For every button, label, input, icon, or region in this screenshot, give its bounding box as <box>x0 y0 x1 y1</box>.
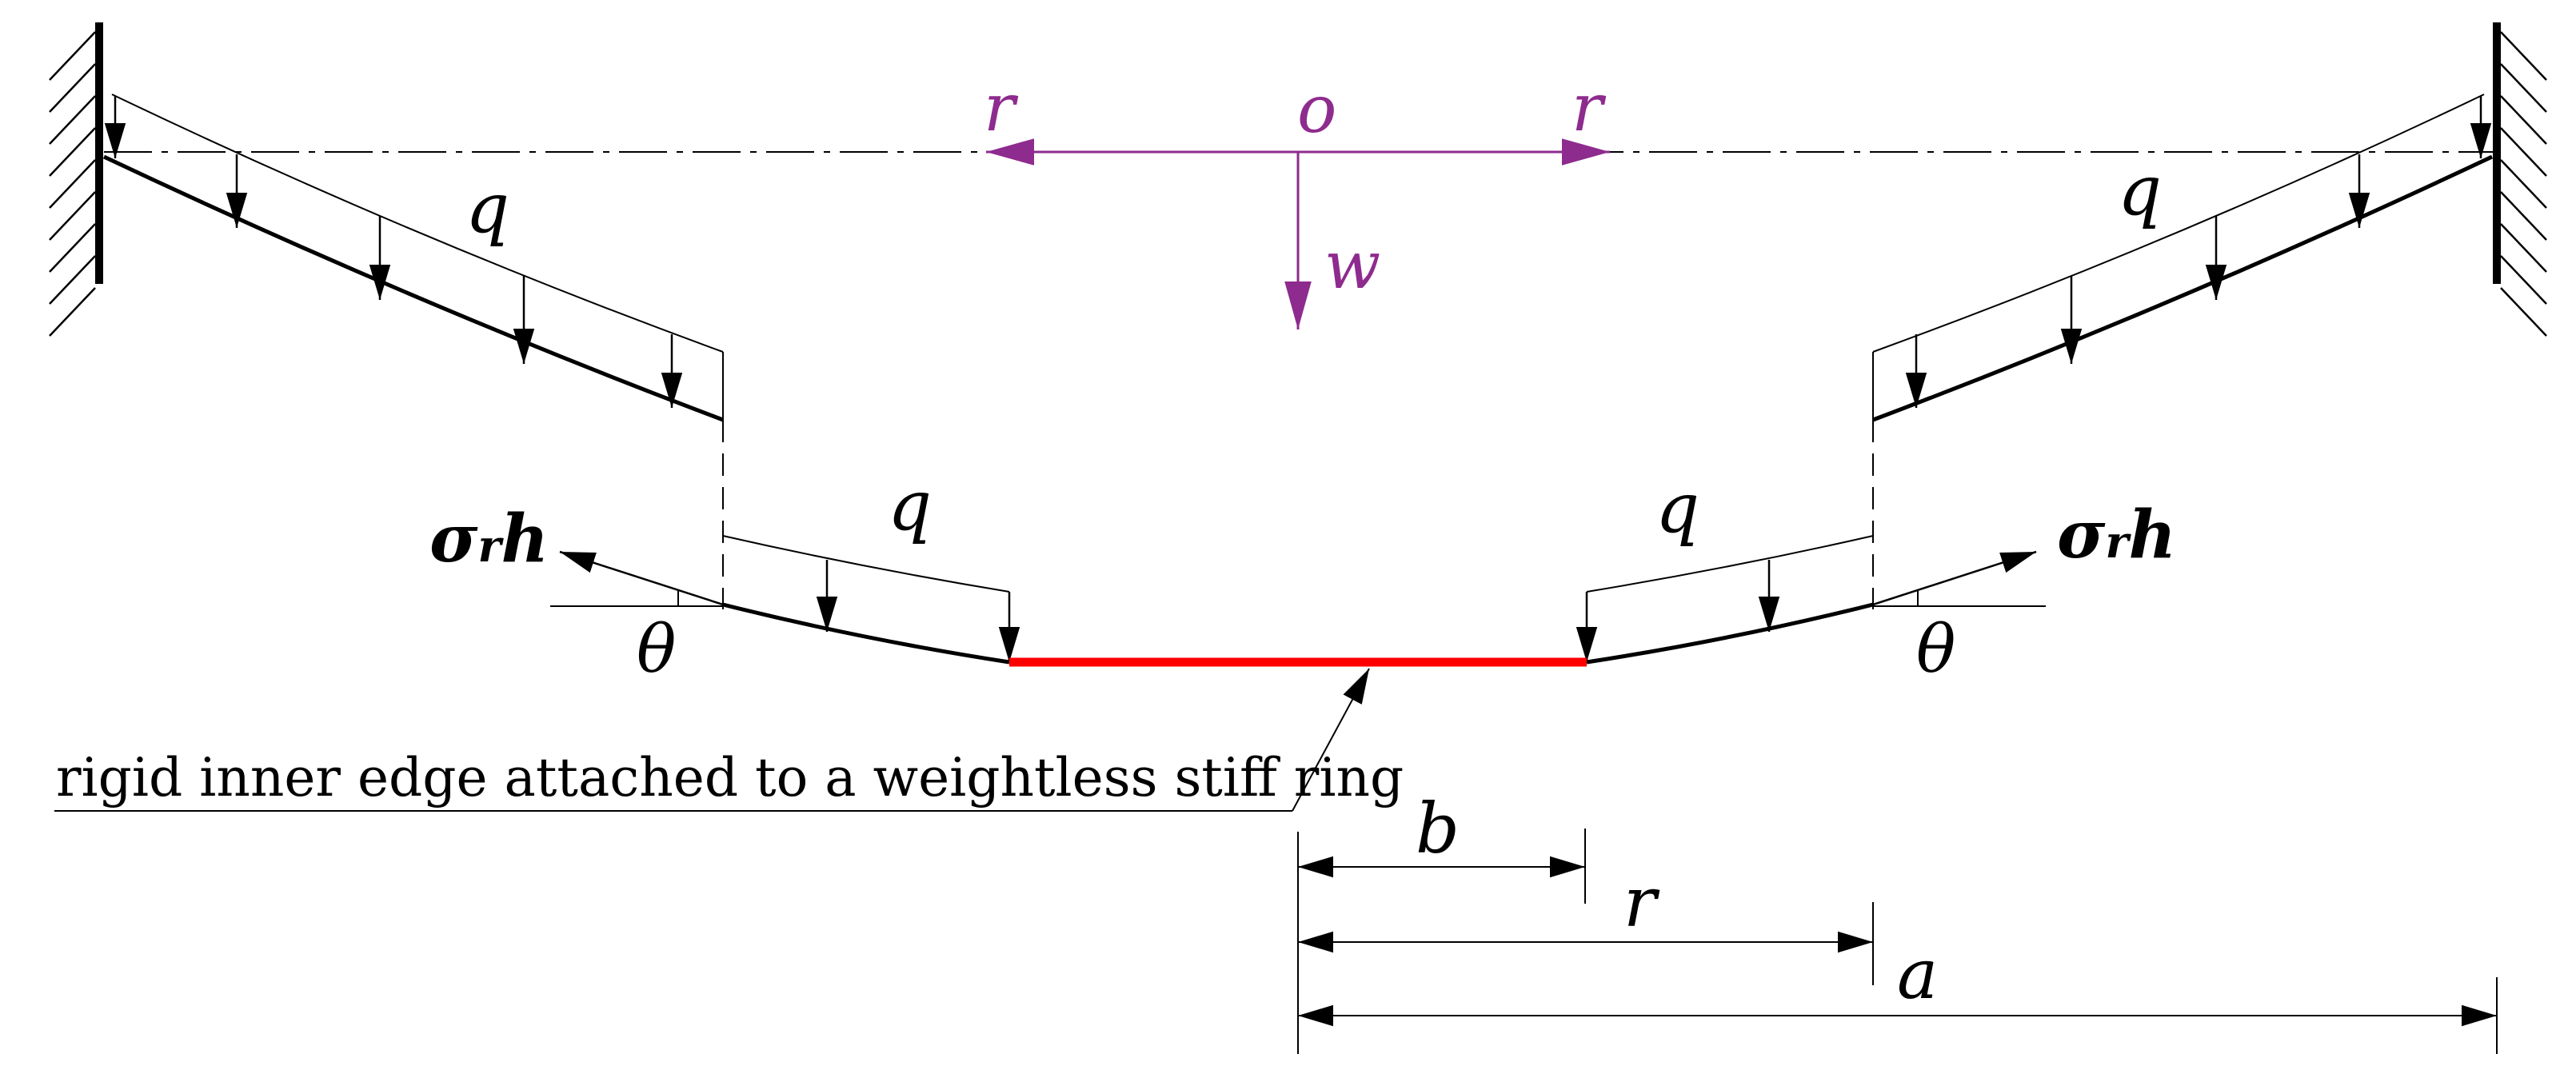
label-w: w <box>1324 228 1380 304</box>
label-b: b <box>1416 789 1460 869</box>
upper-left-membrane <box>102 94 724 422</box>
right-wall <box>2493 22 2547 337</box>
label-sigma-h-left: σrh <box>429 501 549 577</box>
left-wall <box>49 22 103 337</box>
label-o: o <box>1297 72 1336 148</box>
label-sigma-h-right: σrh <box>2057 497 2176 573</box>
callout-leader <box>54 668 1370 812</box>
upper-right-membrane <box>1872 94 2494 422</box>
label-theta-left: θ <box>637 612 676 688</box>
coordinate-axes <box>986 138 1610 329</box>
dimension-lines <box>1297 828 2498 1054</box>
lower-right-segment <box>1576 535 2046 665</box>
label-q-lower-left: q <box>888 466 932 546</box>
callout-text: rigid inner edge attached to a weightles… <box>56 747 1404 809</box>
label-a: a <box>1897 935 1938 1015</box>
label-q-lower-right: q <box>1655 469 1699 549</box>
label-q-upper-left: q <box>465 169 509 249</box>
label-r-dim: r <box>1623 863 1660 943</box>
lower-left-segment <box>550 535 1020 665</box>
label-q-upper-right: q <box>2118 151 2162 231</box>
label-r-left: r <box>984 70 1019 146</box>
label-r-right: r <box>1572 70 1607 146</box>
label-theta-right: θ <box>1916 612 1955 688</box>
